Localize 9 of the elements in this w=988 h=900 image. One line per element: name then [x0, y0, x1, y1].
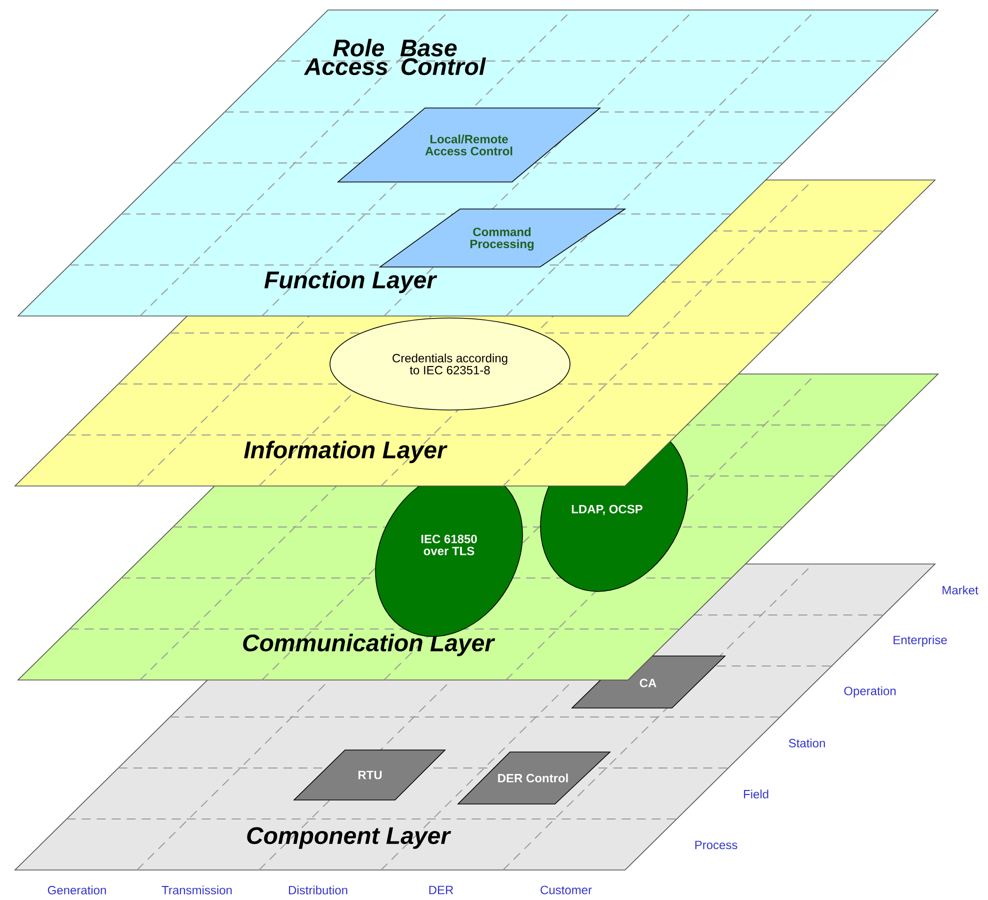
domain-label: Generation: [48, 886, 106, 894]
title: Role Base Access Control: [304, 38, 486, 76]
domain-label: Distribution: [288, 886, 348, 894]
domain-label: Customer: [540, 886, 592, 894]
zone-label: Process: [695, 840, 738, 850]
domain-label: DER: [429, 886, 454, 894]
domain-label: Transmission: [162, 886, 232, 894]
zone-label: Field: [744, 790, 768, 798]
zone-label: Station: [788, 738, 825, 748]
